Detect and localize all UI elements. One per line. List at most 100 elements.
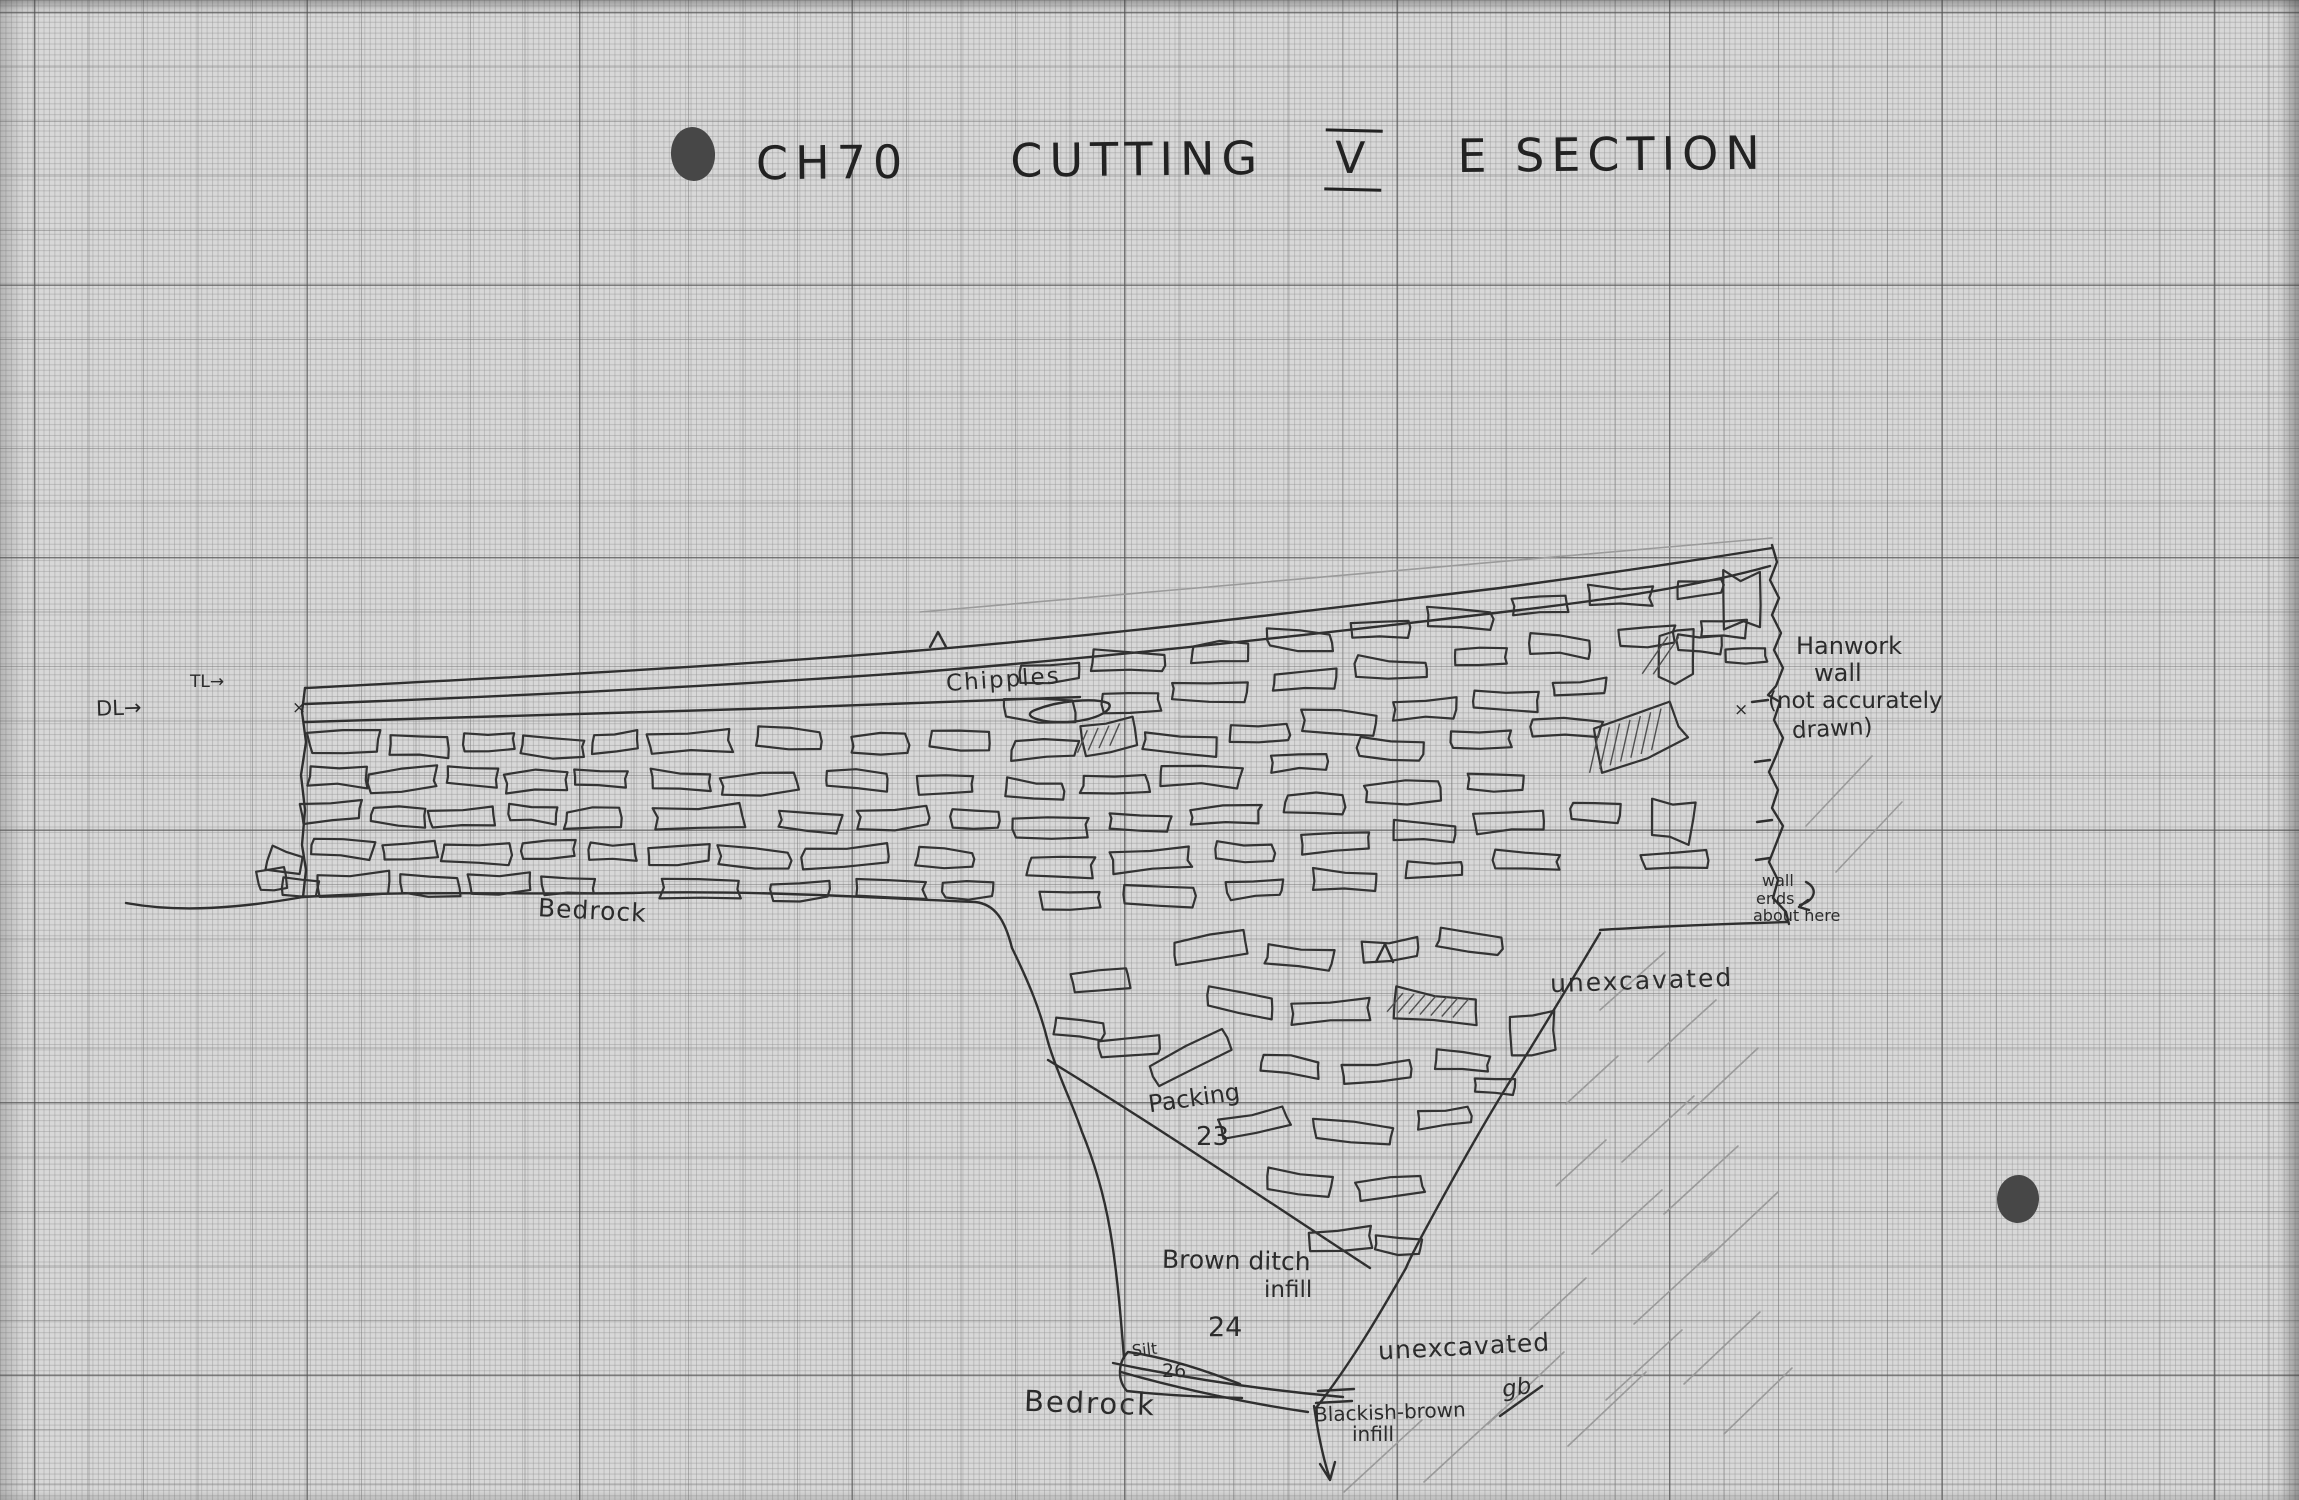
stone xyxy=(1311,1117,1395,1146)
stone xyxy=(1617,624,1677,649)
stone xyxy=(651,801,747,831)
label-hornwork-wall-line2: wall xyxy=(1814,659,1862,687)
stone xyxy=(1466,772,1525,793)
stone xyxy=(1354,1174,1427,1203)
stone xyxy=(645,727,735,755)
stone xyxy=(658,877,742,900)
stone xyxy=(1449,729,1513,750)
title-cutting-numeral: V xyxy=(1324,128,1384,192)
hatch-stroke xyxy=(1647,999,1717,1063)
label-datum-line: DL→ xyxy=(95,695,142,721)
stone xyxy=(1170,681,1249,704)
hatch-stroke xyxy=(1663,1145,1739,1215)
stone xyxy=(1100,692,1163,715)
outline-down_arrow xyxy=(1312,1404,1337,1482)
hatch-stroke xyxy=(1703,1191,1779,1263)
stone xyxy=(466,871,532,896)
stone xyxy=(388,734,450,760)
stone xyxy=(1510,594,1570,617)
hatch-stroke xyxy=(1343,1419,1423,1493)
stone xyxy=(1699,618,1748,640)
label-hornwork-wall-line3: (not accurately xyxy=(1768,688,1943,714)
stone xyxy=(426,805,497,829)
stone xyxy=(507,802,559,826)
stone xyxy=(280,876,321,898)
outline-ditch_right_low xyxy=(1314,1266,1408,1410)
datum-cross-left: × xyxy=(292,698,307,718)
stone xyxy=(1263,943,1336,972)
stone-hatch-lines xyxy=(1641,636,1680,675)
title-section-label: E SECTION xyxy=(1457,125,1768,183)
label-silt-number: 26 xyxy=(1162,1360,1187,1382)
label-bedrock-lower: Bedrock xyxy=(1023,1383,1157,1423)
label-bedrock-upper: Bedrock xyxy=(537,893,648,928)
stone xyxy=(1290,996,1372,1026)
stone xyxy=(1011,816,1090,840)
stone xyxy=(716,844,793,870)
outline-chipples_lens xyxy=(1028,699,1111,724)
outline-left_edge xyxy=(299,686,308,899)
stone-hatch-lines xyxy=(1588,708,1662,773)
stone xyxy=(366,764,439,795)
stones-group xyxy=(255,569,1769,1257)
stone xyxy=(1657,628,1695,686)
stone xyxy=(1018,661,1081,685)
stone xyxy=(1004,776,1066,801)
outline-left_foot xyxy=(124,895,305,910)
stone xyxy=(562,806,623,831)
stone xyxy=(298,798,363,826)
outline-chipples_line xyxy=(303,695,1082,724)
label-wall-ends-line3: about here xyxy=(1753,906,1841,925)
outline-monogram_slash xyxy=(1498,1384,1544,1418)
stone-hatch-lines xyxy=(1076,723,1121,753)
stone xyxy=(590,729,639,756)
pencil-surface_pencil xyxy=(919,537,1773,613)
hatch-stroke xyxy=(1591,1189,1663,1255)
stone xyxy=(1122,883,1197,909)
stone xyxy=(1159,764,1244,790)
stone xyxy=(1265,627,1334,653)
stone xyxy=(1433,1048,1492,1073)
stone xyxy=(1038,890,1102,911)
label-ditch-number: 24 xyxy=(1208,1312,1243,1343)
stone xyxy=(928,729,991,752)
stone xyxy=(1551,676,1608,697)
stone xyxy=(1269,753,1330,774)
stone xyxy=(1722,569,1762,631)
stone xyxy=(1148,1027,1233,1088)
stone xyxy=(1108,812,1173,833)
stone xyxy=(1266,1166,1334,1198)
label-brown-ditch-line2: infill xyxy=(1264,1277,1313,1303)
stone xyxy=(381,839,440,861)
outline-caret2 xyxy=(928,630,948,649)
stone xyxy=(1069,967,1132,994)
unexcavated-hatch-group xyxy=(1343,951,1793,1493)
stone-hatch-lines xyxy=(1386,992,1470,1018)
stone xyxy=(439,842,514,867)
stone xyxy=(1010,738,1081,762)
label-unexcavated-upper: unexcavated xyxy=(1549,962,1734,999)
stone xyxy=(914,845,976,870)
stone xyxy=(1340,1058,1413,1085)
stone xyxy=(1373,1234,1424,1257)
stone xyxy=(1528,632,1592,660)
stone xyxy=(369,805,427,829)
hatch-stroke xyxy=(1683,1311,1761,1385)
hatch-stroke xyxy=(1605,1329,1683,1401)
stone xyxy=(587,841,638,862)
stone xyxy=(1190,639,1250,665)
stone xyxy=(264,844,304,876)
stone xyxy=(825,768,889,793)
stone xyxy=(1141,731,1218,758)
stone xyxy=(1639,848,1710,870)
stone xyxy=(255,866,289,892)
stone xyxy=(445,765,500,789)
stone xyxy=(1224,878,1285,902)
hatch-stroke xyxy=(1687,1047,1759,1115)
stone xyxy=(1472,809,1545,836)
outline-surface_top xyxy=(303,546,1774,690)
stone xyxy=(1355,735,1425,762)
stone xyxy=(1529,716,1605,739)
